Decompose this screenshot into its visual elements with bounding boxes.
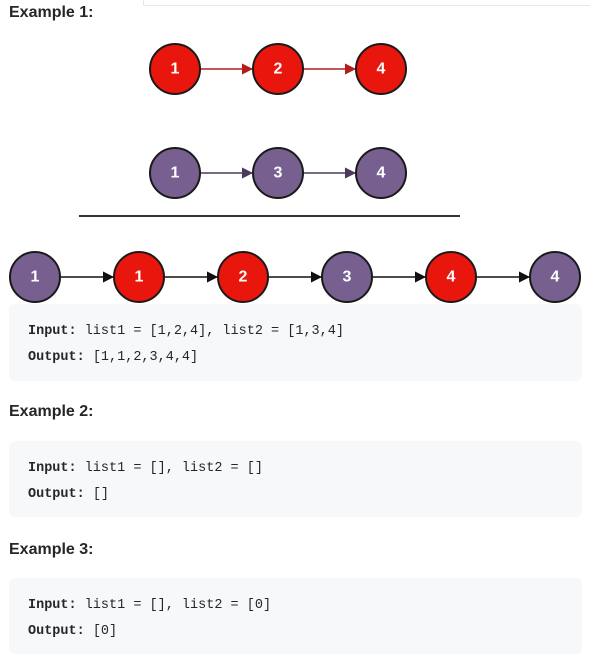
merged-node <box>9 251 61 303</box>
list1-node-label: 2 <box>274 61 283 78</box>
list2-node-label: 3 <box>274 165 283 182</box>
merged-list-row: 1 1 2 3 4 4 <box>9 251 581 303</box>
output-label: Output: <box>28 624 85 639</box>
output-value: [] <box>84 487 110 502</box>
example-2-output-line: Output: [] <box>28 482 563 508</box>
example-1-heading: Example 1: <box>9 4 94 21</box>
example-3-code-block: Input: list1 = [], list2 = [0] Output: [… <box>9 578 582 654</box>
output-label: Output: <box>28 487 85 502</box>
example-1-code-block: Input: list1 = [1,2,4], list2 = [1,3,4] … <box>9 304 582 381</box>
example-3-output-line: Output: [0] <box>28 619 563 645</box>
merged-node <box>425 251 477 303</box>
list2-node <box>355 147 407 199</box>
list1-node <box>149 43 201 95</box>
merged-node <box>113 251 165 303</box>
merge-lists-diagram: 1 2 4 1 3 4 1 1 2 3 4 4 <box>9 43 581 303</box>
merged-node-label: 1 <box>135 269 144 286</box>
merged-node <box>217 251 269 303</box>
merged-node-label: 2 <box>239 269 248 286</box>
list2-node <box>149 147 201 199</box>
input-value: list1 = [], list2 = [] <box>76 461 263 476</box>
top-divider-bar <box>143 0 590 6</box>
merged-node-label: 4 <box>447 269 456 286</box>
input-label: Input: <box>28 324 77 339</box>
example-2-heading: Example 2: <box>9 403 94 420</box>
example-1-output-line: Output: [1,1,2,3,4,4] <box>28 345 563 371</box>
list1-node-label: 4 <box>377 61 386 78</box>
merged-node-label: 1 <box>31 269 40 286</box>
example-3-input-line: Input: list1 = [], list2 = [0] <box>28 593 563 619</box>
list2-node-label: 4 <box>377 165 386 182</box>
example-2-code-block: Input: list1 = [], list2 = [] Output: [] <box>9 441 582 517</box>
merged-node <box>529 251 581 303</box>
list1-node-label: 1 <box>171 61 180 78</box>
list1-node <box>355 43 407 95</box>
example-2-input-line: Input: list1 = [], list2 = [] <box>28 456 563 482</box>
list1-node <box>252 43 304 95</box>
merged-node-label: 4 <box>551 269 560 286</box>
list1-row: 1 2 4 <box>149 43 407 95</box>
example-3-heading: Example 3: <box>9 541 94 558</box>
input-label: Input: <box>28 598 77 613</box>
list2-node <box>252 147 304 199</box>
merged-node-label: 3 <box>343 269 352 286</box>
output-value: [0] <box>84 624 118 639</box>
input-value: list1 = [1,2,4], list2 = [1,3,4] <box>76 324 344 339</box>
input-label: Input: <box>28 461 77 476</box>
output-label: Output: <box>28 350 85 365</box>
list2-row: 1 3 4 <box>149 147 407 199</box>
merged-node <box>321 251 373 303</box>
output-value: [1,1,2,3,4,4] <box>84 350 199 365</box>
input-value: list1 = [], list2 = [0] <box>76 598 272 613</box>
example-1-input-line: Input: list1 = [1,2,4], list2 = [1,3,4] <box>28 319 563 345</box>
list2-node-label: 1 <box>171 165 180 182</box>
